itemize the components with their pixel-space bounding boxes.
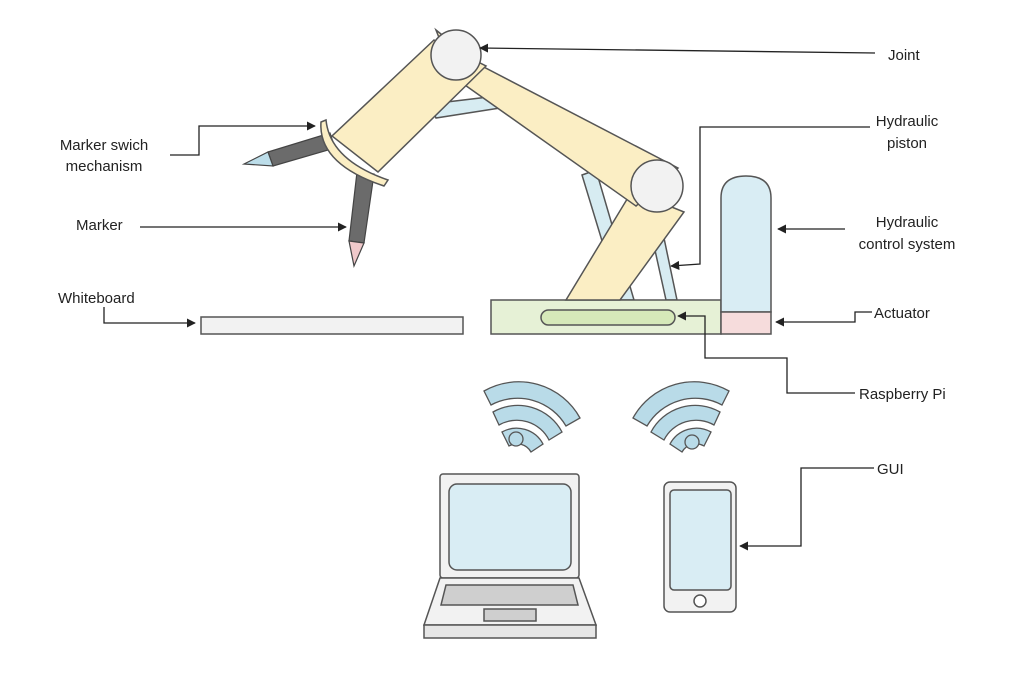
raspberry-pi-board [540,309,676,326]
whiteboard [200,316,464,335]
whiteboard-leader [103,307,196,328]
raspberry-pi-leader [677,311,855,394]
label-hydraulic-piston-2: piston [887,135,927,152]
shoulder-joint [430,29,482,81]
wifi-icon [483,381,581,453]
laptop-icon [422,473,598,639]
elbow-joint [630,159,684,213]
marker-horizontal [241,132,336,167]
actuator-leader [775,311,872,327]
laptop-screen [448,483,572,571]
marker-vertical [348,171,375,268]
base-plate [490,299,722,335]
label-marker: Marker [76,217,123,234]
label-hydraulic-control-2: control system [859,236,956,253]
leader-lines [103,43,876,551]
label-joint: Joint [888,47,921,64]
label-hydraulic-control-1: Hydraulic [876,214,939,231]
marker-switch-leader [170,121,316,156]
laptop-keyboard [440,584,579,606]
label-actuator: Actuator [874,305,930,322]
label-marker-switch-2: mechanism [66,158,143,175]
laptop-touchpad [483,608,537,622]
label-hydraulic-piston-1: Hydraulic [876,113,939,130]
wifi-icon [632,381,730,453]
phone-home-button [693,594,707,608]
marker-tip-blue [241,151,274,167]
label-raspberry-pi: Raspberry Pi [859,386,946,403]
joint-leader [479,43,876,54]
gui-leader [739,467,874,551]
marker-tip-pink [348,240,365,268]
marker-switch-plate [320,118,390,187]
actuator-block [720,311,772,335]
label-marker-switch-1: Marker swich [60,137,148,154]
phone-screen [669,489,732,591]
hydraulic-control-system [720,175,772,313]
smartphone-icon [663,481,737,613]
hydraulic-piston-leader [670,126,870,270]
label-gui: GUI [877,461,904,478]
label-whiteboard: Whiteboard [58,290,135,307]
